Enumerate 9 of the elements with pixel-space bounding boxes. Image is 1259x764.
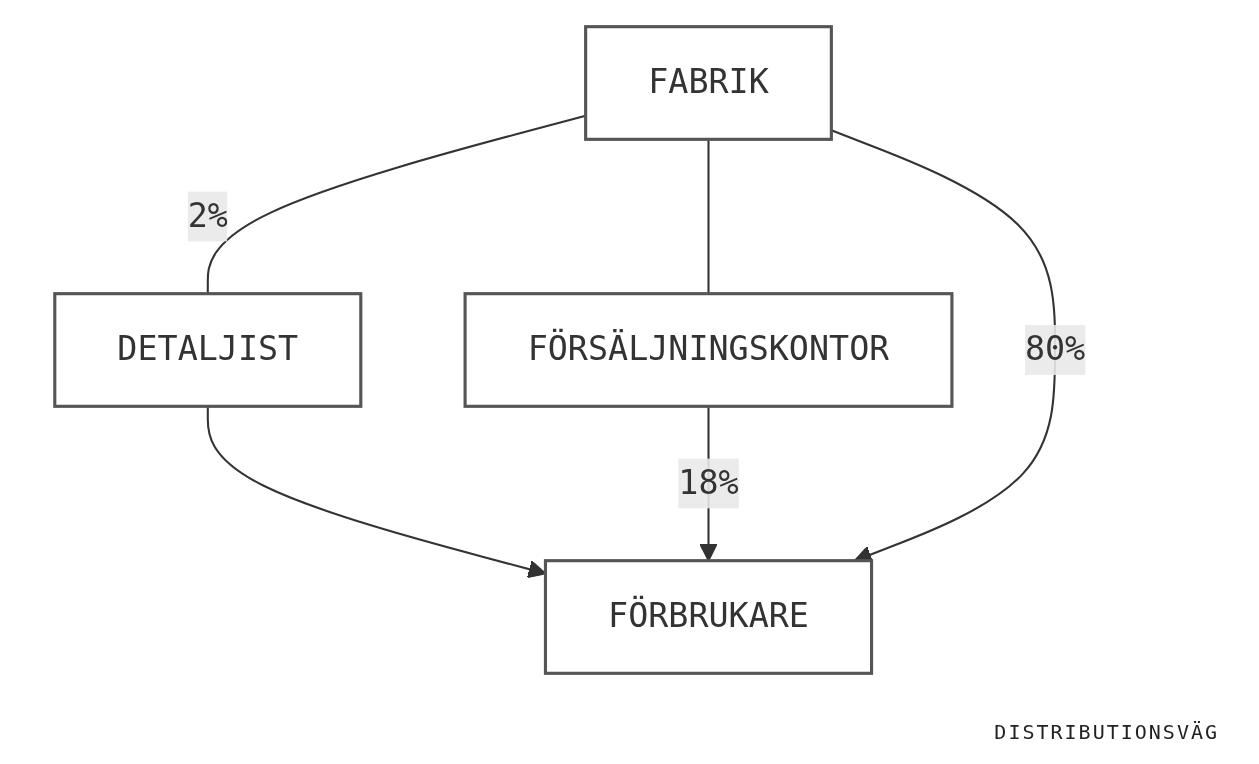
node-box: FÖRBRUKARE (543, 559, 874, 675)
edge-label: 80% (1024, 329, 1086, 369)
connector (707, 139, 710, 294)
edge-label: 2% (187, 195, 228, 236)
node-box: FÖRSÄLJNINGSKONTOR (463, 292, 954, 408)
node-box: FABRIK (584, 25, 833, 141)
node-box: DETALJIST (53, 292, 363, 408)
edge-label: 18% (678, 462, 739, 503)
caption: DISTRIBUTIONSVÄG (994, 720, 1219, 744)
